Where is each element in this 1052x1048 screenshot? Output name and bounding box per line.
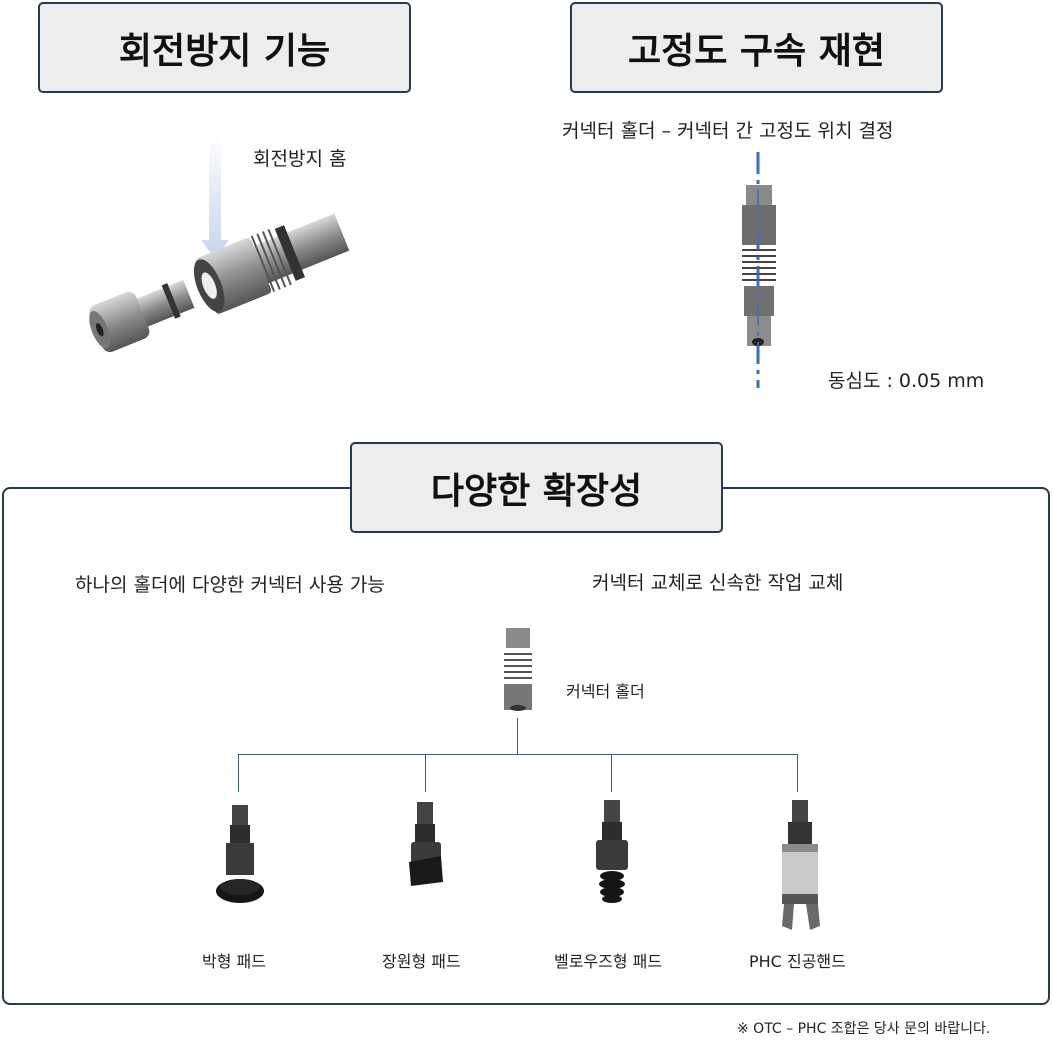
bellows-pad-image — [596, 800, 628, 903]
tree-drop-line-1 — [238, 754, 239, 792]
concentricity-label: 동심도 : 0.05 mm — [828, 370, 985, 392]
expansion-panel — [2, 487, 1050, 1005]
connector-holder-image — [504, 628, 532, 711]
connector-label-3: 벨로우즈형 패드 — [554, 952, 663, 971]
rotation-prevention-title-text: 회전방지 기능 — [118, 30, 331, 72]
connector-label-2: 장원형 패드 — [382, 952, 461, 971]
precision-subtitle: 커넥터 홀더 – 커넥터 간 고정도 위치 결정 — [562, 120, 894, 142]
tree-drop-line-2 — [425, 754, 426, 792]
precision-title: 고정도 구속 재현 — [570, 2, 943, 93]
expansion-title: 다양한 확장성 — [350, 442, 723, 533]
connector-label-1: 박형 패드 — [202, 952, 266, 971]
tree-drop-line-4 — [797, 754, 798, 792]
quick-change-caption: 커넥터 교체로 신속한 작업 교체 — [592, 572, 844, 594]
tree-branch-line — [238, 754, 798, 755]
oval-pad-image — [409, 802, 443, 886]
precision-title-text: 고정도 구속 재현 — [628, 30, 885, 72]
footnote: ※ OTC – PHC 조합은 당사 문의 바랍니다. — [737, 1021, 991, 1037]
thin-pad-image — [216, 805, 264, 903]
expansion-title-text: 다양한 확장성 — [430, 470, 643, 512]
connector-holder-exploded-image — [89, 213, 350, 353]
multi-connector-caption: 하나의 홀더에 다양한 커넥터 사용 가능 — [75, 574, 385, 596]
phc-vacuum-hand-image — [782, 800, 820, 930]
rotation-prevention-title: 회전방지 기능 — [38, 2, 411, 93]
holder-label: 커넥터 홀더 — [566, 682, 645, 701]
concentric-connector-image — [742, 152, 776, 388]
connector-label-4: PHC 진공핸드 — [749, 952, 846, 971]
tree-trunk-line — [517, 718, 518, 754]
groove-label: 회전방지 홈 — [253, 148, 347, 170]
tree-drop-line-3 — [611, 754, 612, 792]
down-arrow-icon — [201, 135, 229, 259]
